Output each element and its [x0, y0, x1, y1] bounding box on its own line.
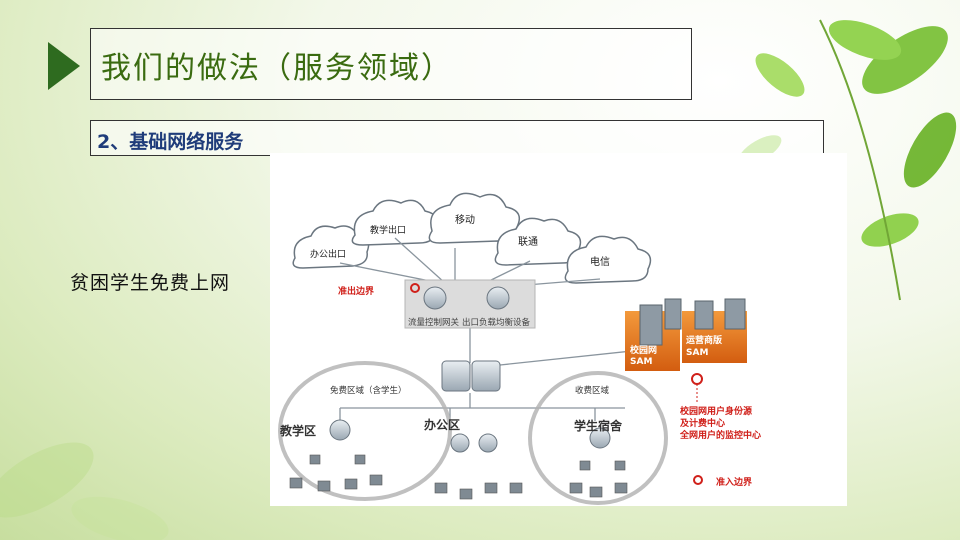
gateway-box: 流量控制网关 出口负载均衡设备	[404, 279, 536, 329]
center-marker-icon	[691, 373, 703, 385]
operator-sam-line1: 运营商版	[686, 334, 722, 346]
operator-sam-line2: SAM	[686, 348, 708, 358]
cloud-mobile-label: 移动	[455, 213, 475, 226]
campus-sam-line1: 校园网	[630, 344, 657, 356]
free-zone-ellipse	[278, 361, 452, 501]
cloud-mobile: 移动	[428, 192, 521, 244]
teaching-area-label: 教学区	[279, 423, 316, 438]
paid-zone-label: 收费区域	[575, 385, 610, 396]
subtitle-box: 2、基础网络服务	[90, 120, 824, 156]
load-balancer-label: 出口负载均衡设备	[462, 317, 531, 328]
entry-boundary-marker-icon	[693, 475, 703, 485]
title-arrow-icon	[48, 42, 80, 90]
network-diagram: 办公出口 教学出口 移动 联通 电信	[270, 153, 847, 506]
dorm-area-label: 学生宿舍	[574, 418, 623, 433]
free-zone-label: 免费区域（含学生）	[330, 385, 407, 396]
operator-sam-server-icon: 运营商版 SAM	[664, 298, 747, 363]
campus-sam-line2: SAM	[630, 357, 652, 367]
paid-zone-ellipse	[528, 371, 668, 505]
entry-boundary-label: 准入边界	[716, 476, 752, 488]
exit-boundary-label: 准出边界	[338, 285, 374, 297]
exit-boundary-marker-icon	[410, 283, 420, 293]
cloud-teaching-exit: 教学出口	[351, 199, 439, 246]
cloud-telecom: 电信	[564, 235, 652, 284]
cloud-telecom-label: 电信	[590, 255, 610, 268]
core-switch-icon	[441, 360, 501, 392]
endpoint-devices-icon	[289, 454, 628, 500]
office-area-switch-icon	[450, 433, 498, 453]
center-line-3: 全网用户的监控中心	[679, 429, 761, 441]
side-label: 贫困学生免费上网	[70, 272, 231, 294]
cloud-office-exit-label: 办公出口	[310, 248, 346, 260]
cloud-unicom: 联通	[494, 217, 582, 266]
office-area-label: 办公区	[424, 417, 460, 432]
cloud-teaching-exit-label: 教学出口	[370, 224, 406, 236]
uplink-lines	[339, 237, 661, 421]
dorm-switch-icon	[589, 427, 611, 449]
title-box: 我们的做法（服务领域）	[90, 28, 692, 100]
center-line-2: 及计费中心	[680, 417, 725, 429]
flow-gateway-label: 流量控制网关	[408, 317, 460, 328]
center-line-1: 校园网用户身份源	[680, 405, 752, 417]
page-title: 我们的做法（服务领域）	[101, 51, 453, 86]
teaching-area-switch-icon	[329, 419, 351, 441]
cloud-unicom-label: 联通	[518, 236, 538, 248]
section-subtitle: 2、基础网络服务	[97, 131, 244, 153]
